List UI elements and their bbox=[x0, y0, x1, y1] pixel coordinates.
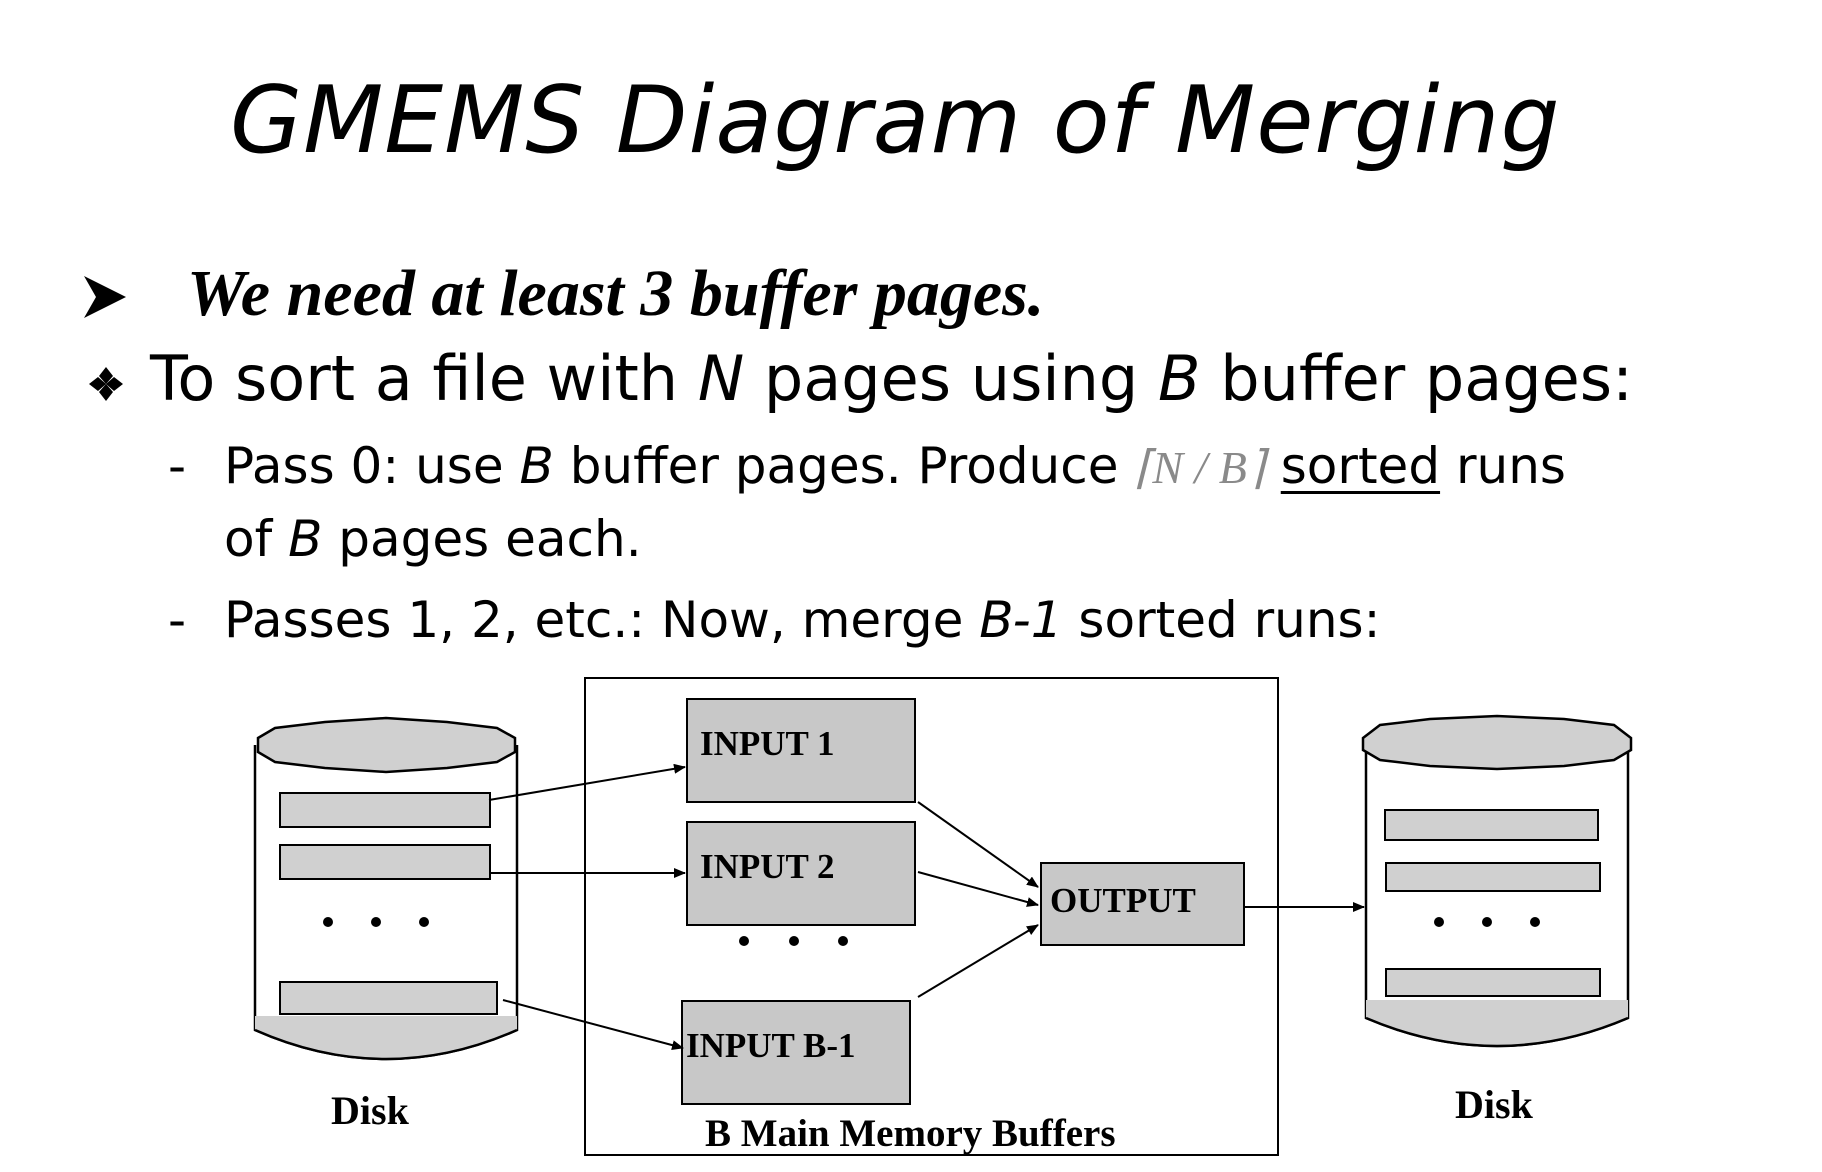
pass0-text-5: pages each. bbox=[322, 510, 642, 568]
slide-title: GMEMS Diagram of Merging bbox=[230, 66, 1561, 174]
arrow-input-2-to-output bbox=[917, 871, 1039, 907]
pass0-var-b: B bbox=[519, 437, 554, 495]
right-disk-page-1 bbox=[1384, 809, 1599, 841]
input-buffer-dot bbox=[789, 936, 799, 946]
sort-file-text-2: pages using bbox=[744, 342, 1158, 415]
underlined-sorted: sorted bbox=[1280, 437, 1441, 495]
input-buffer-dot bbox=[838, 936, 848, 946]
arrow-input-b-minus-1-to-output bbox=[917, 924, 1039, 998]
arrow-disk-to-input-b-minus-1 bbox=[502, 999, 684, 1050]
left-disk-label: Disk bbox=[331, 1088, 410, 1133]
ceiling-formula: ⌈N / B⌉ bbox=[1134, 442, 1265, 493]
pass0-text-1: Pass 0: use bbox=[224, 437, 520, 495]
right-disk-dot bbox=[1530, 917, 1540, 927]
bullet-buffer-requirement: We need at least 3 buffer pages. bbox=[187, 257, 1045, 330]
arrow-input-1-to-output bbox=[917, 801, 1039, 888]
input-buffer-1 bbox=[686, 698, 916, 803]
right-disk-top bbox=[1361, 714, 1633, 771]
sort-file-text-3: buffer pages: bbox=[1200, 342, 1633, 415]
input-buffer-2 bbox=[686, 821, 916, 926]
input-buffer-dot bbox=[739, 936, 749, 946]
left-disk-icon bbox=[253, 716, 519, 1061]
input-buffer-b-minus-1 bbox=[681, 1000, 911, 1105]
passes-line: Passes 1, 2, etc.: Now, merge B-1 sorted… bbox=[224, 585, 1380, 655]
input-2-label: INPUT 2 bbox=[700, 847, 835, 886]
memory-label: B Main Memory Buffers bbox=[705, 1112, 1116, 1155]
right-disk-dot bbox=[1434, 917, 1444, 927]
var-b: B bbox=[1157, 342, 1201, 415]
left-disk-top bbox=[256, 716, 517, 774]
pass0-dash: - bbox=[168, 437, 187, 495]
output-label: OUTPUT bbox=[1050, 881, 1196, 920]
left-disk-dot bbox=[371, 917, 381, 927]
pass0-text-4: of bbox=[224, 510, 289, 568]
input-b-minus-1-label: INPUT B-1 bbox=[686, 1026, 856, 1065]
left-disk-dot bbox=[419, 917, 429, 927]
left-disk-page-1 bbox=[279, 792, 491, 828]
passes-text-2: sorted runs: bbox=[1062, 591, 1381, 649]
left-disk-page-3 bbox=[279, 981, 498, 1015]
passes-text-1: Passes 1, 2, etc.: Now, merge bbox=[224, 591, 980, 649]
arrow-disk-to-input-1 bbox=[488, 763, 686, 801]
left-disk-dot bbox=[323, 917, 333, 927]
right-disk-dot bbox=[1482, 917, 1492, 927]
input-1-label: INPUT 1 bbox=[700, 724, 835, 763]
left-disk-bottom-shade bbox=[255, 1016, 517, 1059]
right-disk-label: Disk bbox=[1455, 1082, 1534, 1127]
arrow-bullet-icon bbox=[84, 276, 126, 318]
left-disk-page-2 bbox=[279, 844, 491, 880]
output-buffer bbox=[1040, 862, 1245, 946]
var-n: N bbox=[697, 342, 745, 415]
right-disk-page-3 bbox=[1385, 968, 1601, 997]
right-disk-icon bbox=[1361, 714, 1633, 1048]
pass0-text-2: buffer pages. Produce bbox=[553, 437, 1135, 495]
bullet-sort-file: To sort a file with N pages using B buff… bbox=[150, 334, 1633, 424]
pass0-var-b2: B bbox=[288, 510, 323, 568]
sort-file-text-1: To sort a file with bbox=[150, 342, 698, 415]
pass0-line-2: of B pages each. bbox=[224, 504, 642, 574]
pass0-text-3: runs bbox=[1440, 437, 1566, 495]
passes-dash: - bbox=[168, 591, 187, 649]
pass0-line-1: Pass 0: use B buffer pages. Produce ⌈N /… bbox=[224, 431, 1566, 503]
var-b-minus-1: B-1 bbox=[979, 591, 1063, 649]
memory-boundary bbox=[584, 677, 1279, 1156]
diamond-bullet-icon bbox=[89, 367, 123, 401]
right-disk-page-2 bbox=[1385, 862, 1601, 892]
right-disk-bottom-shade bbox=[1366, 1000, 1628, 1046]
